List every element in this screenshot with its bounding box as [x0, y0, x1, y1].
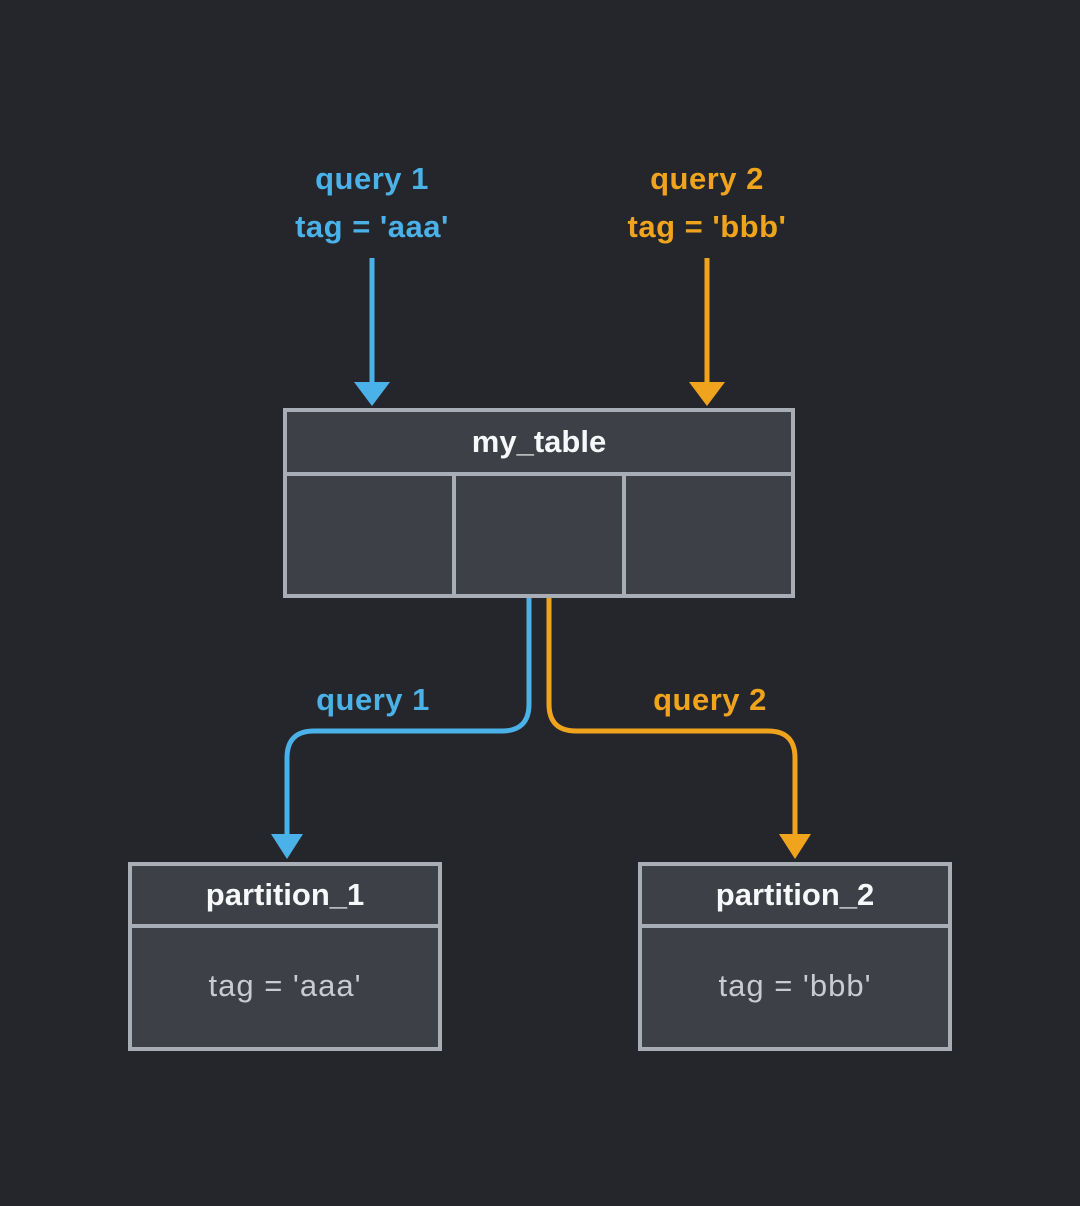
my-table-cell-3 [625, 476, 791, 594]
query1-edge-label: query 1 [316, 682, 430, 717]
my-table-cell-2 [452, 476, 626, 594]
query1-connector-arrowhead-icon [271, 834, 303, 859]
my-table-node: my_table [283, 408, 795, 598]
query2-top-arrowhead-icon [689, 382, 725, 406]
query2-annotation-predicate: tag = 'bbb' [627, 209, 787, 244]
query1-annotation-name: query 1 [315, 161, 429, 196]
partition-1-node: partition_1 tag = 'aaa' [128, 862, 442, 1051]
partition-2-predicate: tag = 'bbb' [718, 967, 872, 1003]
my-table-cell-1 [287, 476, 453, 594]
partition-2-title: partition_2 [642, 866, 948, 928]
query2-annotation: query 2 tag = 'bbb' [547, 155, 867, 251]
my-table-title: my_table [287, 412, 791, 476]
my-table-row [287, 476, 791, 594]
query1-top-arrowhead-icon [354, 382, 390, 406]
partition-1-predicate: tag = 'aaa' [208, 967, 362, 1003]
partition-1-title: partition_1 [132, 866, 438, 928]
query2-edge-label: query 2 [653, 682, 767, 717]
partition-2-node: partition_2 tag = 'bbb' [638, 862, 952, 1051]
query1-annotation: query 1 tag = 'aaa' [212, 155, 532, 251]
query2-connector-arrowhead-icon [779, 834, 811, 859]
query1-annotation-predicate: tag = 'aaa' [295, 209, 449, 244]
query1-connector-path [284, 598, 532, 836]
query2-annotation-name: query 2 [650, 161, 764, 196]
query2-connector-path [546, 598, 798, 836]
